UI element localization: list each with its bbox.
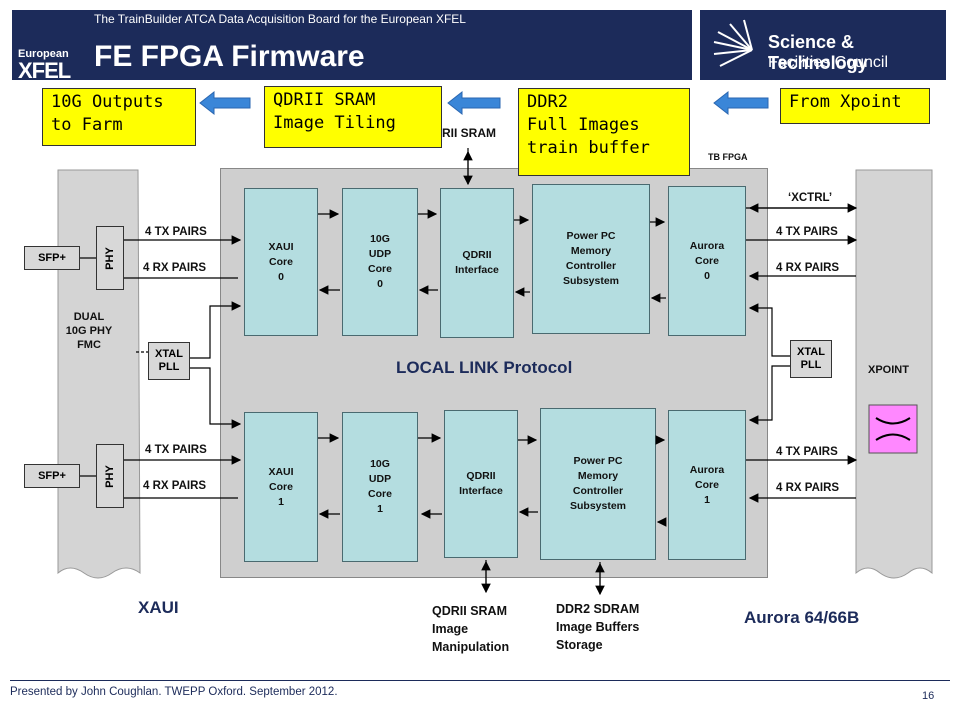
right-rx-top: 4 RX PAIRS	[776, 262, 840, 274]
sfp-bottom: SFP+	[24, 464, 80, 488]
xaui-core-1: XAUI Core 1	[244, 412, 318, 562]
left-tx-bottom: 4 TX PAIRS	[145, 444, 207, 456]
right-tx-bottom: 4 TX PAIRS	[776, 446, 838, 458]
left-rx-top: 4 RX PAIRS	[143, 262, 207, 274]
european-xfel-logo: European XFEL	[12, 10, 82, 83]
left-tx-top: 4 TX PAIRS	[145, 226, 207, 238]
right-tx-top: 4 TX PAIRS	[776, 226, 838, 238]
qdr-sram-partial-label: RII SRAM	[442, 126, 496, 140]
left-rx-bottom: 4 RX PAIRS	[143, 480, 207, 492]
xpoint-label: XPOINT	[868, 364, 909, 376]
right-rx-bottom: 4 RX PAIRS	[776, 482, 840, 494]
callout-10g-outputs: 10G Outputs to Farm	[42, 88, 196, 146]
qdrii-interface-1: QDRII Interface	[444, 410, 518, 558]
xtal-pll-right: XTAL PLL	[790, 340, 832, 378]
callout-ddr2-buffer: DDR2 Full Images train buffer	[518, 88, 690, 176]
stfc-line-1: Science & Technology	[768, 32, 868, 73]
footer-divider	[10, 680, 950, 681]
logo-line-1: European	[18, 48, 69, 60]
header-bar	[12, 10, 692, 80]
stfc-sunburst-icon	[713, 19, 753, 67]
slide-subtitle: The TrainBuilder ATCA Data Acquisition B…	[94, 12, 466, 26]
callout-qdrii-tiling: QDRII SRAM Image Tiling	[264, 86, 442, 148]
crosspoint-switch-icon	[868, 404, 918, 454]
slide-title: FE FPGA Firmware	[94, 40, 365, 73]
sfp-top: SFP+	[24, 246, 80, 270]
xpoint-panel	[855, 169, 933, 579]
aurora-core-0: Aurora Core 0	[668, 186, 746, 336]
stfc-line-2: Facilities Council	[768, 54, 889, 71]
aurora-core-1: Aurora Core 1	[668, 410, 746, 560]
qdrii-interface-0: QDRII Interface	[440, 188, 514, 338]
ppc-subsystem-0: Power PC Memory Controller Subsystem	[532, 184, 650, 334]
udp-core-0: 10G UDP Core 0	[342, 188, 418, 336]
phy-bottom: PHY	[96, 444, 124, 508]
fmc-label: DUAL 10G PHY FMC	[65, 311, 113, 351]
footer-text: Presented by John Coughlan. TWEPP Oxford…	[10, 686, 338, 698]
ppc-subsystem-1: Power PC Memory Controller Subsystem	[540, 408, 656, 560]
callout-from-xpoint: From Xpoint	[780, 88, 930, 124]
logo-line-2: XFEL	[18, 58, 71, 83]
ddr2-storage-label: DDR2 SDRAM Image Buffers Storage	[556, 602, 640, 652]
qdrii-manipulation-label: QDRII SRAM Image Manipulation	[432, 604, 510, 654]
xaui-label: XAUI	[138, 598, 179, 617]
right-xctrl: ‘XCTRL’	[788, 192, 833, 204]
local-link-label: LOCAL LINK Protocol	[396, 358, 573, 377]
tb-fpga-label: TB FPGA	[708, 152, 748, 162]
stfc-logo: Science & Technology Facilities Council	[700, 10, 946, 80]
phy-top: PHY	[96, 226, 124, 290]
xtal-pll-left: XTAL PLL	[148, 342, 190, 380]
aurora-64-66b-label: Aurora 64/66B	[744, 608, 860, 627]
udp-core-1: 10G UDP Core 1	[342, 412, 418, 562]
page-number: 16	[922, 690, 935, 702]
xaui-core-0: XAUI Core 0	[244, 188, 318, 336]
